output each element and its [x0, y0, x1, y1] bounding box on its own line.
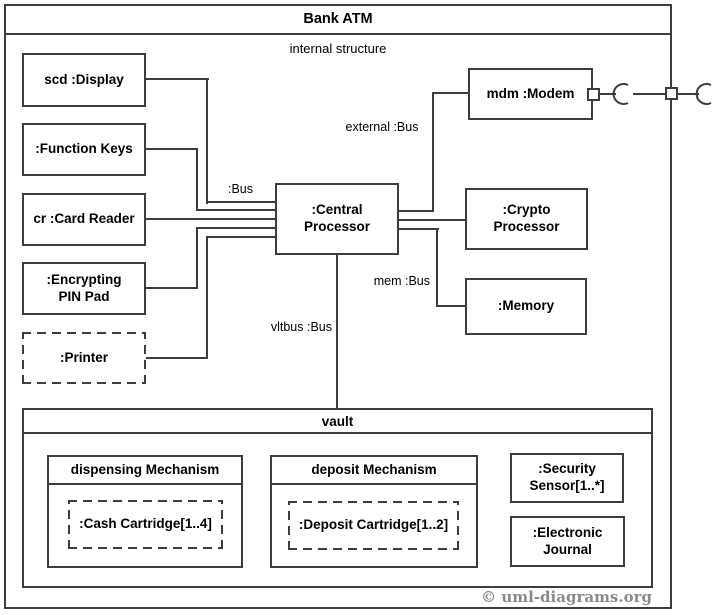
diagram-title: Bank ATM	[303, 11, 373, 27]
connector-segment-pin-pad	[196, 227, 277, 229]
connector-segment-printer	[206, 236, 208, 359]
connector-segment-pin-pad	[146, 287, 198, 289]
connector-segment-boundary-port	[633, 93, 667, 95]
connector-segment-vault-bus	[336, 253, 338, 410]
component-modem-label: mdm :Modem	[486, 85, 575, 101]
component-memory-label: :Memory	[497, 298, 555, 314]
security-sensor-box: :Security Sensor[1..*]	[510, 453, 624, 503]
connector-segment-pin-pad	[196, 227, 198, 289]
component-memory: :Memory	[465, 278, 587, 335]
boundary-port-icon	[665, 87, 678, 100]
security-sensor-label: :Security Sensor[1..*]	[529, 461, 605, 493]
deposit-mechanism-title: deposit Mechanism	[311, 462, 437, 477]
component-central-processor-label: :Central Processor	[303, 202, 371, 234]
connector-segment-external-bus	[432, 92, 470, 94]
socket-icon	[695, 82, 715, 111]
connector-segment-display	[206, 78, 208, 204]
component-card-reader: cr :Card Reader	[22, 193, 146, 246]
component-modem: mdm :Modem	[468, 68, 593, 120]
deposit-mechanism-separator	[270, 483, 478, 485]
component-display-label: scd :Display	[44, 71, 124, 87]
connector-segment-mem-bus	[398, 228, 439, 230]
electronic-journal-box: :Electronic Journal	[510, 516, 625, 567]
connector-segment-function-keys	[146, 148, 198, 150]
component-crypto-processor: :Crypto Processor	[465, 188, 588, 250]
deposit-cartridge-label: :Deposit Cartridge[1..2]	[298, 517, 449, 533]
copyright-watermark: © uml-diagrams.org	[481, 588, 652, 606]
connector-segment-modem-socket	[598, 93, 616, 95]
bus-label: :Bus	[227, 182, 253, 196]
connector-segment-outer-socket	[678, 93, 699, 95]
dispensing-mechanism-separator	[47, 483, 243, 485]
component-function-keys: :Function Keys	[22, 123, 146, 176]
connector-segment-mem-bus	[436, 305, 467, 307]
component-printer: :Printer	[22, 332, 146, 384]
modem-port-icon	[587, 88, 600, 101]
connector-segment-display	[146, 78, 209, 80]
connector-segment-display	[206, 201, 277, 203]
connector-segment-external-bus	[398, 210, 434, 212]
mem-bus-label: mem :Bus	[373, 274, 430, 288]
component-pin-pad-label: :Encrypting PIN Pad	[46, 271, 122, 304]
connector-segment-function-keys	[196, 209, 277, 211]
connector-segment-card-reader	[146, 218, 277, 220]
component-display: scd :Display	[22, 53, 146, 107]
component-central-processor: :Central Processor	[275, 183, 399, 255]
component-function-keys-label: :Function Keys	[35, 141, 133, 157]
title-separator	[4, 33, 672, 35]
connector-segment-printer	[146, 357, 208, 359]
connector-segment-mem-bus	[436, 228, 438, 307]
component-crypto-processor-label: :Crypto Processor	[493, 202, 560, 234]
cash-cartridge-label: :Cash Cartridge[1..4]	[79, 516, 212, 532]
electronic-journal-label: :Electronic Journal	[532, 524, 603, 557]
connector-segment-function-keys	[196, 148, 198, 211]
vault-title: vault	[321, 414, 354, 429]
dispensing-mechanism-title: dispensing Mechanism	[70, 462, 220, 477]
component-printer-label: :Printer	[59, 349, 108, 365]
cash-cartridge-box: :Cash Cartridge[1..4]	[68, 500, 223, 549]
socket-icon	[612, 82, 634, 111]
connector-segment-crypto	[398, 219, 467, 221]
deposit-cartridge-box: :Deposit Cartridge[1..2]	[288, 501, 459, 550]
connector-segment-printer	[206, 236, 277, 238]
connector-segment-external-bus	[432, 92, 434, 212]
vltbus-label: vltbus :Bus	[270, 320, 332, 334]
internal-structure-label: internal structure	[289, 41, 387, 56]
vault-title-separator	[22, 432, 653, 434]
external-bus-label: external :Bus	[345, 120, 419, 134]
component-card-reader-label: cr :Card Reader	[33, 211, 135, 227]
component-pin-pad: :Encrypting PIN Pad	[22, 262, 146, 315]
